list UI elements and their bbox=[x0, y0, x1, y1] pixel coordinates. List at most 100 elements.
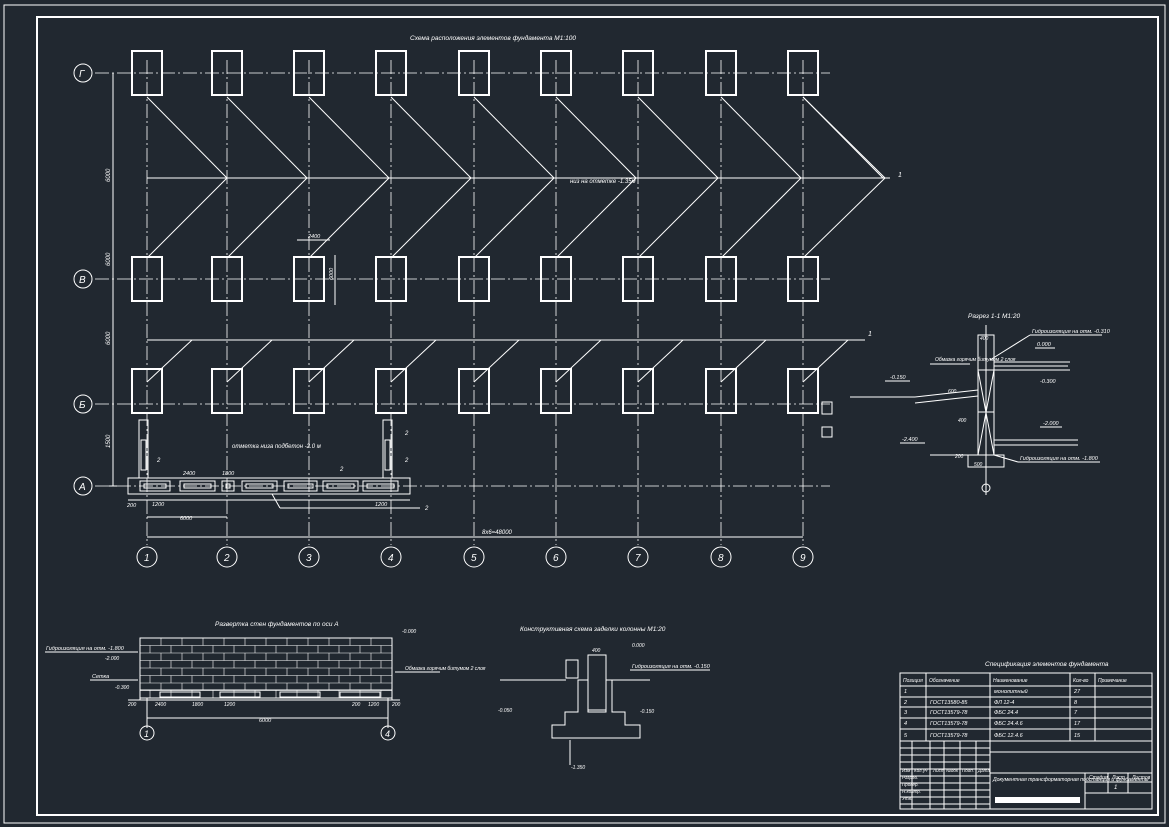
stamp-label-kol: Кол.уч bbox=[914, 768, 928, 773]
row-axis-bubble bbox=[73, 394, 93, 414]
footing bbox=[375, 256, 407, 302]
leader-diag-b bbox=[555, 339, 602, 383]
section-1-1: Разрез 1-1 М1:20 Гидроизоляция на отм. -… bbox=[850, 313, 1111, 495]
column-axis-label: 5 bbox=[471, 553, 477, 564]
section-11-note-2: Обмазка горячим битумом 2 слоя bbox=[935, 357, 1016, 363]
footing bbox=[131, 256, 163, 302]
leader bbox=[271, 493, 281, 509]
outer-frame bbox=[3, 4, 1166, 824]
stamp-label-dev: Разраб. bbox=[902, 775, 918, 780]
wall-level-1: -0.000 bbox=[402, 629, 416, 635]
footing bbox=[622, 256, 654, 302]
footing-block bbox=[159, 691, 201, 698]
spec-cell: ГОСТ13579-78 bbox=[930, 710, 968, 716]
footing bbox=[458, 256, 490, 302]
footing-block bbox=[279, 691, 321, 698]
foundation-plan: Схема расположения элементов фундамента … bbox=[73, 34, 902, 568]
wall-dim-2: 2400 bbox=[154, 702, 166, 708]
leader-diag-b bbox=[720, 339, 767, 383]
wall-block-inner bbox=[225, 483, 231, 489]
wall-vertical-left-inner bbox=[140, 439, 147, 471]
dim-left-4: 1500 bbox=[106, 434, 112, 448]
column-axis-bubble bbox=[545, 546, 567, 568]
column-axis-label: 6 bbox=[553, 553, 559, 564]
stamp-label-list: Лист bbox=[932, 768, 945, 773]
column-axis-label: 7 bbox=[635, 553, 641, 564]
wall-note-2: Обмазка горячим битумом 2 слоя bbox=[405, 666, 486, 672]
leader-diag-upper bbox=[555, 96, 637, 179]
wall-dim-7: 200 bbox=[391, 702, 401, 708]
row-axis-bubble bbox=[73, 269, 93, 289]
leader-mark-2a: 2 bbox=[339, 467, 344, 473]
spec-cell: 2 bbox=[903, 700, 907, 706]
spec-header-cell: Обозначение bbox=[929, 678, 960, 684]
leader-diag-b bbox=[226, 339, 273, 383]
leader-mark-upper: 1 bbox=[898, 172, 902, 179]
column-axis-label: 8 bbox=[718, 553, 724, 564]
leader-diag-end bbox=[802, 96, 886, 179]
plan-diagonals bbox=[146, 96, 886, 383]
column-axis-bubble bbox=[792, 546, 814, 568]
leader-diag-b bbox=[390, 339, 437, 383]
leader-diag-upper bbox=[226, 96, 308, 179]
plan-title: Схема расположения элементов фундамента … bbox=[410, 34, 576, 42]
section-11-dim-5: 200 bbox=[954, 454, 964, 460]
leader-diag-lower bbox=[390, 177, 472, 259]
column-detail-title: Конструктивная схема заделки колонны М1:… bbox=[520, 625, 666, 633]
column-axis-label: 2 bbox=[223, 553, 230, 564]
wall-block-inner bbox=[245, 483, 274, 489]
wall-vertical-left bbox=[138, 419, 149, 479]
dim-footing-h: 6000 bbox=[329, 267, 335, 280]
stamp-col-sheet: Лист bbox=[1111, 775, 1125, 781]
footing bbox=[540, 368, 572, 414]
spec-cell: монолитный bbox=[994, 688, 1028, 695]
column-axis-label: 1 bbox=[144, 553, 150, 564]
dim-left-2: 6000 bbox=[106, 252, 112, 266]
leader-diag-upper bbox=[390, 96, 472, 179]
stamp-sheet-number: 1 bbox=[1114, 785, 1117, 791]
stamp-label-check: Провер. bbox=[902, 782, 919, 787]
spec-header-cell: Наименование bbox=[993, 678, 1028, 684]
footing bbox=[131, 50, 163, 96]
section-11-dim-4: 500 bbox=[974, 462, 983, 468]
leader-diag-lower bbox=[226, 177, 308, 259]
wall-note-3: Сетка bbox=[92, 674, 109, 680]
column-axis-bubble bbox=[463, 546, 485, 568]
wall-block-inner bbox=[366, 483, 395, 489]
column-axis-bubble bbox=[710, 546, 732, 568]
footing bbox=[375, 50, 407, 96]
column-axis-bubble bbox=[627, 546, 649, 568]
wall-axis-4: 4 bbox=[385, 729, 390, 739]
leader-diag-upper bbox=[720, 96, 802, 179]
dim-wall-2: 1800 bbox=[222, 471, 235, 477]
plan-note-upper: низ на отметке -1.35м bbox=[570, 179, 636, 185]
wall-axis-1: 1 bbox=[144, 729, 149, 739]
leader-mark-2b: 2 bbox=[424, 506, 429, 512]
column-detail-level-1: 0.000 bbox=[632, 643, 645, 649]
section-11-level-2: -0.300 bbox=[1040, 379, 1057, 385]
dim-wall-3: 1200 bbox=[375, 502, 388, 508]
leader-diag-b bbox=[146, 339, 193, 383]
row-axis-label: А bbox=[78, 482, 86, 493]
spec-cell: 4 bbox=[904, 721, 907, 727]
title-block: Документная трансформаторная подстанция … bbox=[899, 740, 1153, 810]
dim-left-1: 6000 bbox=[106, 168, 112, 182]
stamp-label-sign: Подп. bbox=[962, 768, 974, 773]
stamp-label-doc: №док bbox=[946, 768, 959, 773]
leader-mark-2c: 2 bbox=[156, 458, 161, 464]
row-axis-label: Б bbox=[79, 400, 86, 411]
section-11-level-4: -2.000 bbox=[1043, 421, 1060, 427]
footing bbox=[293, 50, 325, 96]
column-axis-bubble bbox=[216, 546, 238, 568]
footing bbox=[787, 368, 819, 414]
spec-cell: 8 bbox=[1074, 700, 1078, 706]
dim-footing: 2400 bbox=[307, 234, 321, 240]
column-detail-dim: 400 bbox=[592, 648, 601, 654]
leader-diag-upper bbox=[637, 96, 719, 179]
wall-block bbox=[179, 480, 216, 492]
footing bbox=[131, 368, 163, 414]
wall-level-2: -2.000 bbox=[105, 656, 119, 662]
dim-wall-5: 6000 bbox=[180, 516, 193, 522]
footing bbox=[293, 256, 325, 302]
